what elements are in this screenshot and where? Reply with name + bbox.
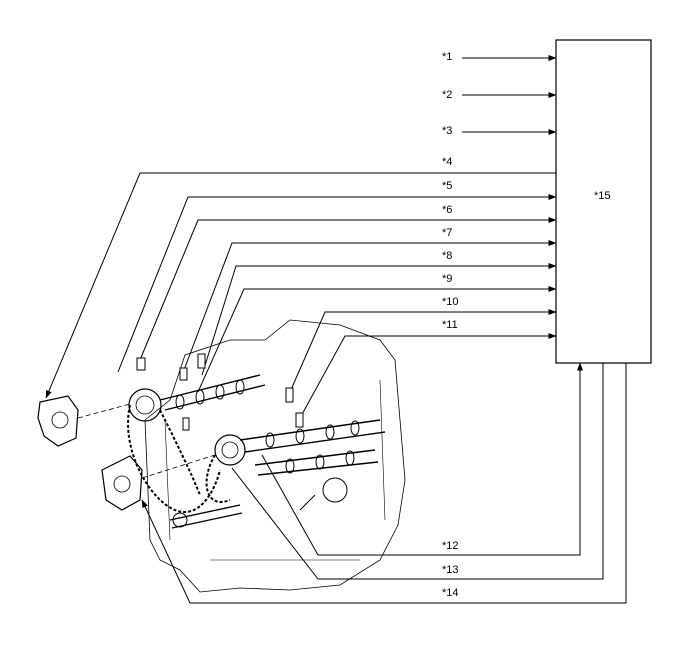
callout-label-1: *1 bbox=[442, 51, 452, 63]
signal-line-14 bbox=[141, 363, 627, 604]
ecu-label: *15 bbox=[594, 190, 611, 202]
callout-label-3: *3 bbox=[442, 125, 452, 137]
callout-label-5: *5 bbox=[442, 180, 452, 192]
signal-line-4 bbox=[45, 172, 556, 399]
signal-line-10 bbox=[289, 309, 557, 393]
signal-line-8 bbox=[201, 263, 557, 376]
callout-label-14: *14 bbox=[442, 587, 459, 599]
signal-line-7 bbox=[183, 240, 557, 371]
callout-label-4: *4 bbox=[442, 156, 452, 168]
engine-illustration bbox=[37, 319, 406, 593]
callout-label-8: *8 bbox=[442, 250, 452, 262]
ecu-box bbox=[555, 39, 652, 364]
signal-line-11 bbox=[299, 333, 557, 419]
callout-label-12: *12 bbox=[442, 540, 459, 552]
callout-label-9: *9 bbox=[442, 273, 452, 285]
signal-line-5 bbox=[117, 194, 557, 373]
callout-label-7: *7 bbox=[442, 227, 452, 239]
signal-line-9 bbox=[197, 286, 557, 393]
signal-line-12 bbox=[261, 362, 583, 556]
signal-line-6 bbox=[139, 217, 557, 361]
signal-line-13 bbox=[231, 363, 604, 580]
callout-label-6: *6 bbox=[442, 204, 452, 216]
callout-label-13: *13 bbox=[442, 564, 459, 576]
callout-label-10: *10 bbox=[442, 296, 459, 308]
callout-label-2: *2 bbox=[442, 89, 452, 101]
callout-label-11: *11 bbox=[442, 319, 458, 331]
